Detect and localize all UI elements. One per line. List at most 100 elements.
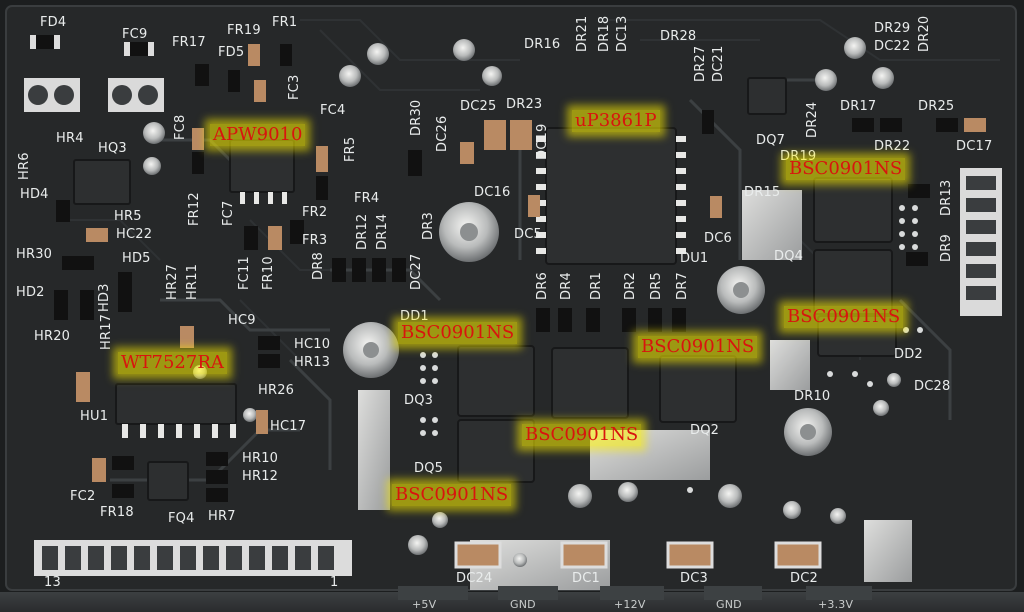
silk-hr6: HR6 — [17, 152, 32, 180]
silk-dc6: DC6 — [704, 231, 732, 246]
callout-bsc0901ns-bottom-left: BSC0901NS — [392, 484, 512, 506]
rail-label-gnd-1: GND — [510, 598, 536, 611]
silk-dc16: DC16 — [474, 185, 511, 200]
silk-dr16: DR16 — [524, 37, 561, 52]
silk-fr5: FR5 — [343, 136, 358, 162]
silk-hd5: HD5 — [122, 251, 151, 266]
silk-fd4: FD4 — [40, 15, 67, 30]
silk-dc24: DC24 — [456, 571, 493, 586]
silk-dr20: DR20 — [917, 15, 932, 52]
silk-hd4: HD4 — [20, 187, 49, 202]
silk-dr6: DR6 — [535, 272, 550, 300]
silk-hr13: HR13 — [294, 355, 331, 370]
silk-hc9: HC9 — [228, 313, 256, 328]
silk-fc4: FC4 — [320, 103, 346, 118]
silk-dr2: DR2 — [623, 272, 638, 300]
silk-dr22: DR22 — [874, 139, 911, 154]
silk-fr1: FR1 — [272, 15, 298, 30]
silk-hd3: HD3 — [97, 283, 112, 312]
silk-dq7: DQ7 — [756, 133, 786, 148]
silk-hr12: HR12 — [242, 469, 279, 484]
silk-pin-1: 1 — [330, 575, 339, 590]
silk-dq4: DQ4 — [774, 249, 804, 264]
silk-dc25: DC25 — [460, 99, 497, 114]
callout-bsc0901ns-mid-right: BSC0901NS — [784, 306, 904, 328]
silk-dr25: DR25 — [918, 99, 955, 114]
silk-hd2: HD2 — [16, 285, 45, 300]
callout-bsc0901ns-top-right: BSC0901NS — [786, 158, 906, 180]
silk-fr12: FR12 — [187, 192, 202, 226]
silk-dr27: DR27 — [693, 45, 708, 82]
silk-dc17: DC17 — [956, 139, 993, 154]
silk-dc5: DC5 — [514, 227, 542, 242]
callout-bsc0901ns-center-right: BSC0901NS — [638, 336, 758, 358]
silk-hr5: HR5 — [114, 209, 142, 224]
silk-dc2: DC2 — [790, 571, 818, 586]
silk-dc27: DC27 — [409, 253, 424, 290]
silk-hr7: HR7 — [208, 509, 236, 524]
silk-fr18: FR18 — [100, 505, 134, 520]
silk-pin-13: 13 — [44, 575, 61, 590]
silk-dr24: DR24 — [805, 101, 820, 138]
silk-fc8: FC8 — [173, 114, 188, 140]
silk-dc19: DC19 — [535, 123, 550, 160]
silk-fc3: FC3 — [287, 74, 302, 100]
silk-dr9: DR9 — [939, 234, 954, 262]
silk-fq4: FQ4 — [168, 511, 195, 526]
silk-fd5: FD5 — [218, 45, 245, 60]
silk-du1: DU1 — [680, 251, 709, 266]
silk-hr17: HR17 — [99, 313, 114, 350]
silk-dc3: DC3 — [680, 571, 708, 586]
silk-dr10: DR10 — [794, 389, 831, 404]
silk-dr12: DR12 — [355, 213, 370, 250]
silk-hr26: HR26 — [258, 383, 295, 398]
silk-dr4: DR4 — [559, 272, 574, 300]
silk-dr18: DR18 — [597, 15, 612, 52]
silk-dr5: DR5 — [649, 272, 664, 300]
silk-dr21: DR21 — [575, 15, 590, 52]
silk-dr13: DR13 — [939, 179, 954, 216]
silk-fr10: FR10 — [261, 256, 276, 290]
silk-fc9: FC9 — [122, 27, 148, 42]
callout-apw9010: APW9010 — [210, 124, 306, 146]
silk-dr7: DR7 — [675, 272, 690, 300]
silk-dr30: DR30 — [409, 99, 424, 136]
rail-label-12v: +12V — [614, 598, 646, 611]
silk-fr3: FR3 — [302, 233, 328, 248]
silk-dc26: DC26 — [435, 115, 450, 152]
callout-bsc0901ns-center-left: BSC0901NS — [398, 322, 518, 344]
silk-dr1: DR1 — [589, 272, 604, 300]
silk-fc11: FC11 — [237, 256, 252, 290]
rail-label-5v: +5V — [412, 598, 437, 611]
silk-dc22: DC22 — [874, 39, 911, 54]
callout-wt7527ra: WT7527RA — [118, 352, 227, 374]
silk-dr29: DR29 — [874, 21, 911, 36]
rail-label-3v3: +3.3V — [818, 598, 854, 611]
silk-dq2: DQ2 — [690, 423, 720, 438]
callout-bsc0901ns-center-bottom: BSC0901NS — [522, 424, 642, 446]
silk-dr14: DR14 — [375, 213, 390, 250]
silk-dr28: DR28 — [660, 29, 697, 44]
silk-hc17: HC17 — [270, 419, 307, 434]
silk-dr17: DR17 — [840, 99, 877, 114]
silk-dc13: DC13 — [615, 15, 630, 52]
silk-hr4: HR4 — [56, 131, 84, 146]
silk-dc28: DC28 — [914, 379, 951, 394]
silk-hr27: HR27 — [165, 263, 180, 300]
silk-fr17: FR17 — [172, 35, 206, 50]
silk-hq3: HQ3 — [98, 141, 127, 156]
silk-fr4: FR4 — [354, 191, 380, 206]
callout-up3861p: uP3861P — [572, 110, 660, 132]
silk-fr2: FR2 — [302, 205, 328, 220]
silk-hc22: HC22 — [116, 227, 153, 242]
silk-hr11: HR11 — [185, 263, 200, 300]
silk-dd1: DD1 — [400, 309, 429, 324]
silk-dr23: DR23 — [506, 97, 543, 112]
silk-hc10: HC10 — [294, 337, 331, 352]
silk-dr8: DR8 — [311, 252, 326, 280]
silk-hu1: HU1 — [80, 409, 109, 424]
silk-hr30: HR30 — [16, 247, 53, 262]
silk-dr15: DR15 — [744, 185, 781, 200]
